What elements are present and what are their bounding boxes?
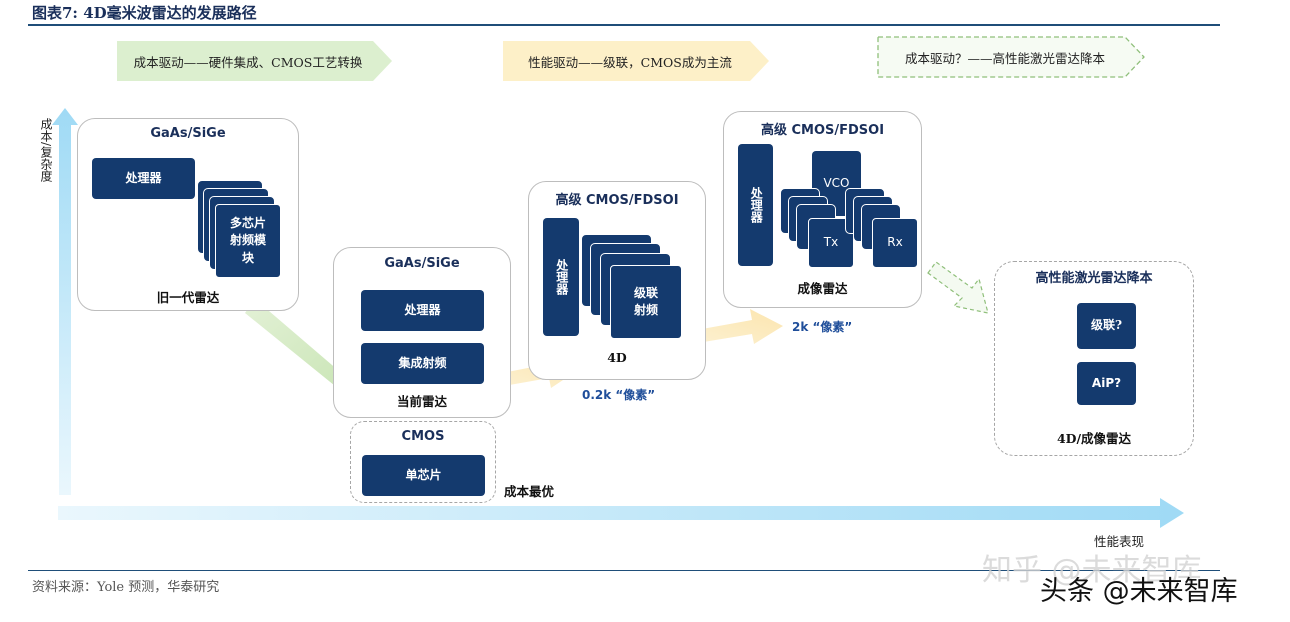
radar-4d-processor: 处理器 (543, 218, 579, 336)
banner-cost-driven-lidar: 成本驱动？——高性能激光雷达降本 (904, 50, 1105, 66)
imaging-title: 高级 CMOS/FDSOI (760, 123, 885, 138)
old-gen-title: GaAs/SiGe (150, 126, 226, 141)
banner-performance-driven: 性能驱动——级联，CMOS成为主流 (528, 54, 732, 70)
cmos-title: CMOS (401, 429, 445, 444)
future-radar-card (994, 261, 1194, 456)
flow-arrow-4 (927, 261, 989, 314)
watermark-zhihu: 知乎 @未来智库 (982, 553, 1202, 588)
radar-4d-cascade-rf: 级联射频 (610, 265, 682, 339)
banner-yellow-shape (503, 41, 769, 81)
banner-dashed-shape (877, 36, 1145, 78)
future-aip: AiP? (1077, 362, 1136, 405)
radar-4d-label: 4D (607, 350, 627, 365)
x-axis-arrow (58, 498, 1184, 528)
cmos-label: 成本最优 (504, 484, 555, 499)
future-cascade: 级联? (1077, 303, 1136, 349)
imaging-rx: Rx (872, 218, 918, 268)
imaging-pixels: 2k “像素” (792, 320, 853, 334)
figure-title: 图表7: 4D毫米波雷达的发展路径 (32, 4, 257, 22)
y-axis-arrow (52, 108, 78, 495)
radar-4d-title: 高级 CMOS/FDSOI (555, 193, 679, 208)
future-title: 高性能激光雷达降本 (1035, 271, 1153, 286)
cmos-single-chip: 单芯片 (362, 455, 485, 496)
y-axis-label: 成本/复杂度 (39, 118, 53, 183)
source-note: 资料来源：Yole 预测，华泰研究 (32, 580, 220, 595)
current-radar-card (333, 247, 511, 418)
current-label: 当前雷达 (396, 394, 447, 409)
old-gen-processor: 处理器 (92, 158, 195, 199)
imaging-processor: 处理器 (738, 144, 773, 266)
old-gen-rf-module: 多芯片射频模块 (215, 204, 281, 278)
current-processor: 处理器 (361, 290, 484, 331)
footer-divider (28, 570, 1220, 571)
current-title: GaAs/SiGe (384, 256, 460, 271)
old-gen-label: 旧一代雷达 (156, 290, 220, 305)
banner-cost-driven: 成本驱动——硬件集成、CMOS工艺转换 (133, 54, 363, 70)
watermark-toutiao: 头条 @未来智库 (1040, 576, 1238, 607)
x-axis-label: 性能表现 (1094, 534, 1145, 549)
imaging-label: 成像雷达 (797, 281, 848, 296)
current-integrated-rf: 集成射频 (361, 343, 484, 384)
radar-4d-pixels: 0.2k “像素” (582, 388, 656, 402)
banner-green-shape (117, 41, 392, 81)
future-label: 4D/成像雷达 (1056, 431, 1132, 446)
title-underline (28, 24, 1220, 26)
